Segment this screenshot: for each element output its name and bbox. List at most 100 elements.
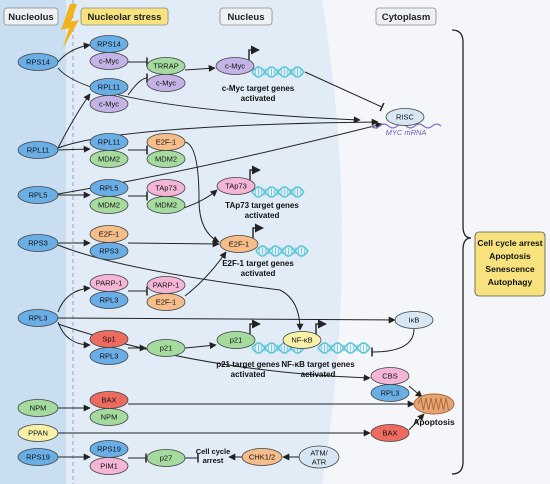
nucleolus-label: Nucleolus	[8, 12, 53, 23]
label-mdm2-c: MDM2	[98, 201, 120, 210]
label-npm-a: NPM	[30, 404, 47, 413]
label-rpl11-a: RPL11	[98, 83, 120, 92]
nfkb-promoter-arrow	[315, 319, 327, 334]
label-rps19-a: RPS19	[26, 453, 50, 462]
dna-helix-icon	[317, 342, 371, 354]
label-ppan: PPAN	[28, 429, 48, 438]
outcome-apoptosis: Apoptosis	[489, 251, 531, 261]
nucleolar-stress-label-box	[80, 7, 169, 26]
myc-mrna-label: MYC mRNA	[386, 128, 427, 137]
nucleus-label-box	[219, 7, 273, 26]
label-rps3-a: RPS3	[28, 239, 48, 248]
label-p21-a: p21	[160, 344, 173, 353]
edge-rpl3-to-parp1	[57, 285, 91, 313]
label-p27: p27	[160, 454, 173, 463]
decorations	[251, 66, 455, 415]
nucleus-background	[0, 0, 342, 484]
label-tap73-b: TAp73	[225, 182, 247, 191]
label-rpl5-b: RPL5	[100, 184, 119, 193]
node-mdm2-c	[89, 196, 129, 214]
label-rpl11-b: RPL11	[27, 146, 49, 155]
label-e2f1-c: E2F-1	[229, 240, 249, 249]
label-cbs: CBS	[382, 372, 397, 381]
edge-rps3-to-nfkb	[57, 244, 304, 331]
edge-bax-to-apoptosis	[408, 413, 425, 431]
node-cmyc-a	[89, 52, 129, 70]
label-rpl3-a: RPL3	[29, 314, 48, 323]
tap73-promoter-arrow	[249, 165, 261, 180]
node-p27	[146, 449, 186, 467]
node-cmyc-c	[146, 74, 186, 92]
edge-rpl11-to-risc	[57, 118, 379, 149]
node-cmyc-b	[89, 95, 129, 113]
label-cmyc-b: c-Myc	[99, 100, 119, 109]
label-e2f1-a: E2F-1	[156, 138, 176, 147]
label-ikb: IκB	[409, 316, 420, 325]
label-rpl3-b: RPL3	[100, 296, 119, 305]
e2f1-activated-label: activated	[241, 269, 276, 278]
node-risc	[385, 108, 425, 126]
node-p21-a	[146, 339, 186, 357]
label-mdm2-a: MDM2	[98, 155, 120, 164]
label-mdm2-b: MDM2	[155, 155, 177, 164]
label-e2f1-b: E2F-1	[99, 230, 119, 239]
nfkb-activated-label: activated	[301, 370, 336, 379]
edge-rpl3-to-ikb	[57, 316, 396, 324]
node-atm	[298, 445, 340, 469]
label-rpl11-c: RPL11	[98, 138, 120, 147]
label-rps14-b: RPS14	[97, 40, 121, 49]
edge-rpl11-to-rpl11-mdm2	[57, 145, 91, 153]
node-pim1	[89, 457, 129, 475]
node-rps19-a	[17, 448, 59, 466]
node-rpl5-a	[17, 186, 59, 204]
edge-rps14-to-rps14-cmyc	[57, 42, 91, 63]
tap73-target-genes-label: TAp73 target genes	[225, 201, 299, 210]
cell-cycle-label: Cell cycle	[196, 447, 231, 456]
node-mdm2-d	[146, 196, 186, 214]
label-atm-line2: ATR	[312, 458, 327, 467]
edge-p21-to-p21-genes	[184, 342, 217, 350]
cmyc-target-genes-label: c-Myc target genes	[222, 84, 295, 93]
label-rps14-a: RPS14	[26, 58, 50, 67]
node-ppan	[17, 424, 59, 442]
label-parp1-a: PARP-1	[96, 279, 123, 288]
label-trrap: TRRAP	[153, 62, 178, 71]
label-sp1: Sp1	[102, 335, 115, 344]
mitochondrion-icon	[413, 393, 455, 415]
text-labels: RPS14RPS14c-MycRPL11c-MycTRRAPc-Mycc-Myc…	[26, 40, 455, 471]
edge-cbs-to-apoptosis	[408, 385, 423, 398]
edge-ikb-inhibits-nfkb	[371, 328, 415, 357]
tap73-activated-label: activated	[245, 211, 280, 220]
label-cmyc-a: c-Myc	[99, 57, 119, 66]
edge-rpl11cmyc-inhibits-trrap	[127, 73, 148, 96]
node-e2f1-c	[219, 235, 259, 253]
node-rpl11-b	[17, 141, 59, 159]
node-ikb	[394, 311, 434, 329]
node-e2f1-d	[146, 293, 186, 311]
node-p21-b	[216, 331, 256, 349]
cmyc-promoter-arrow	[248, 45, 260, 60]
outcome-box	[474, 231, 546, 297]
node-rps3-b	[89, 242, 129, 260]
label-atm-line1: ATM/	[310, 449, 328, 458]
node-rps14-a	[17, 53, 59, 71]
node-cmyc-d	[215, 57, 255, 75]
nucleolar-stress-label: Nucleolar stress	[88, 12, 162, 23]
node-bax-b	[370, 424, 410, 442]
label-rpl3-d: RPL3	[381, 389, 400, 398]
node-npm-b	[89, 408, 129, 426]
outcome-autophagy: Autophagy	[488, 277, 533, 287]
label-p21-b: p21	[230, 336, 243, 345]
label-chk: CHK1/2	[249, 453, 275, 462]
protein-nodes	[17, 35, 434, 475]
node-mdm2-a	[89, 150, 129, 168]
edge-rps14-to-risc	[57, 67, 361, 124]
node-nfkb	[282, 331, 322, 349]
edge-e2f1-release-to-e2f1	[184, 141, 220, 243]
label-rps19-b: RPS19	[97, 445, 121, 454]
p21-promoter-arrow	[249, 319, 261, 334]
label-bax-b: BAX	[382, 429, 397, 438]
edge-rpl3-to-sp1	[57, 321, 91, 349]
node-rpl3-c	[89, 347, 129, 365]
